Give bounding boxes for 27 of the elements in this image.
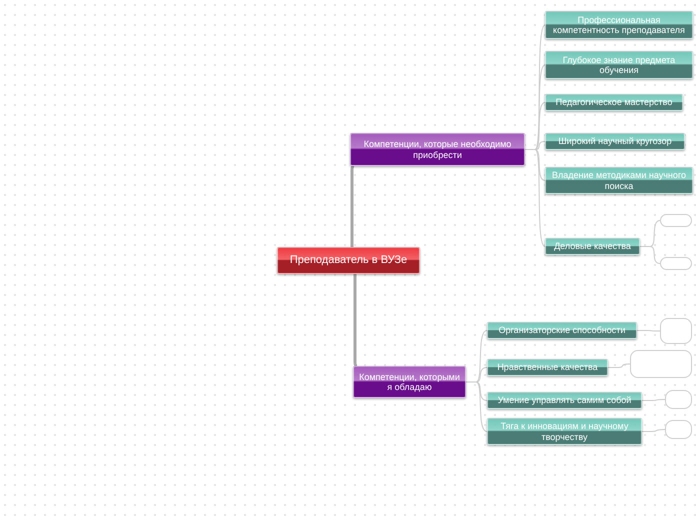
empty-note-box bbox=[660, 214, 692, 227]
subtopic: Профессиональная компетентность преподавателя bbox=[545, 11, 693, 39]
connector-line bbox=[642, 429, 666, 432]
connector-line bbox=[608, 364, 630, 368]
empty-note-box bbox=[630, 350, 692, 378]
connector-line bbox=[636, 330, 660, 332]
connector-line bbox=[350, 164, 355, 247]
empty-note-box bbox=[660, 257, 692, 270]
subtopic: Глубокое знание предмета обучения bbox=[545, 51, 693, 79]
connector-line bbox=[524, 149, 546, 247]
subtopic: Организаторские способности bbox=[487, 322, 637, 339]
subtopic: Нравственные качества bbox=[487, 359, 608, 376]
connector-line bbox=[354, 274, 358, 368]
main-topic: Компетенции, которые необходимо приобрести bbox=[350, 133, 525, 166]
main-topic: Компетенции, которыми я обладаю bbox=[353, 366, 466, 398]
subtopic: Тяга к инновациям и научному творчеству bbox=[487, 418, 642, 445]
empty-note-box bbox=[665, 390, 692, 409]
empty-note-box bbox=[665, 420, 692, 439]
subtopic: Педагогическое мастерство bbox=[545, 94, 683, 111]
connector-line bbox=[642, 399, 666, 401]
empty-note-box bbox=[660, 318, 692, 344]
subtopic: Широкий научный кругозор bbox=[545, 133, 685, 150]
central-topic: Преподаватель в ВУЗе bbox=[277, 247, 420, 274]
subtopic: Умение управлять самим собой bbox=[487, 392, 642, 409]
subtopic: Деловые качества bbox=[545, 238, 640, 255]
connector-line bbox=[466, 382, 488, 432]
subtopic: Владение методиками научного поиска bbox=[545, 167, 693, 194]
